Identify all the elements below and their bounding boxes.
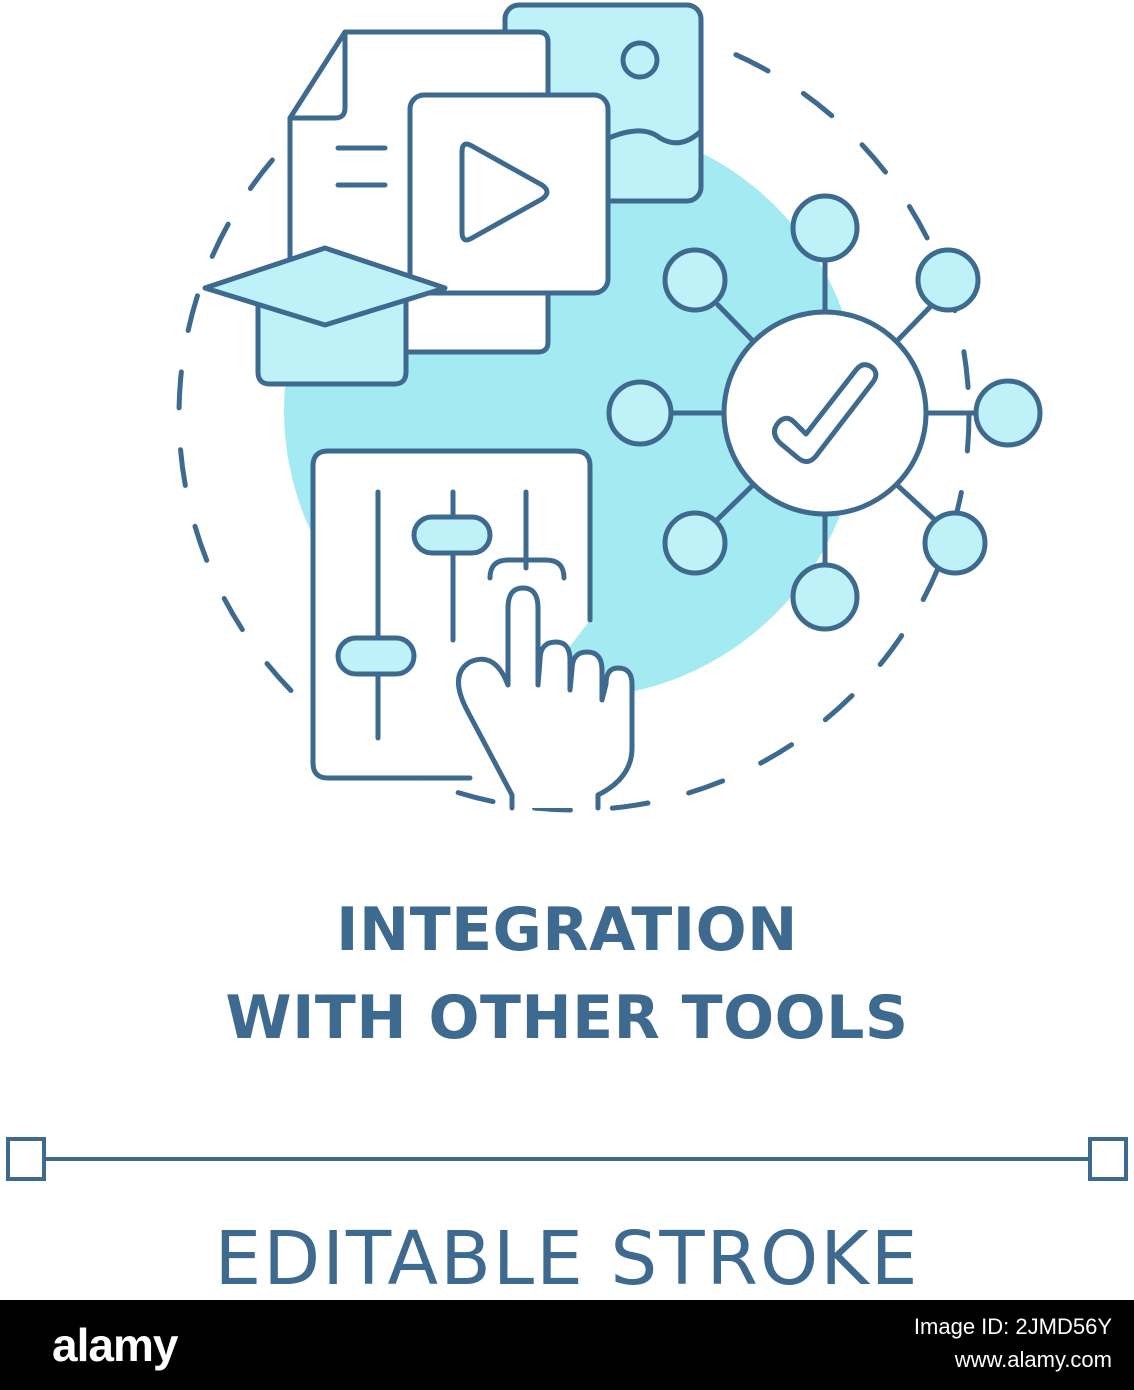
video-file-icon — [407, 92, 611, 296]
rule-handle-right — [1088, 1137, 1128, 1181]
editable-stroke-rule — [6, 1137, 1128, 1181]
site-url-text: www.alamy.com — [954, 1347, 1112, 1372]
footer-id-block: Image ID: 2JMD56Y www.alamy.com — [914, 1310, 1112, 1376]
title-line-2: WITH OTHER TOOLS — [225, 983, 909, 1053]
footer-bar: alamy Image ID: 2JMD56Y www.alamy.com — [0, 1300, 1134, 1390]
editable-stroke-label: EDITABLE STROKE — [214, 1216, 920, 1302]
concept-illustration — [176, 2, 1043, 813]
pointing-hand-icon — [456, 585, 635, 811]
network-check-icon — [606, 193, 1043, 632]
image-id-text: Image ID: 2JMD56Y — [913, 1314, 1112, 1339]
graduation-cap-icon — [202, 245, 448, 387]
footer-logo: alamy — [52, 1319, 178, 1371]
rule-handle-left — [6, 1137, 46, 1181]
title-line-1: INTEGRATION — [336, 895, 798, 965]
